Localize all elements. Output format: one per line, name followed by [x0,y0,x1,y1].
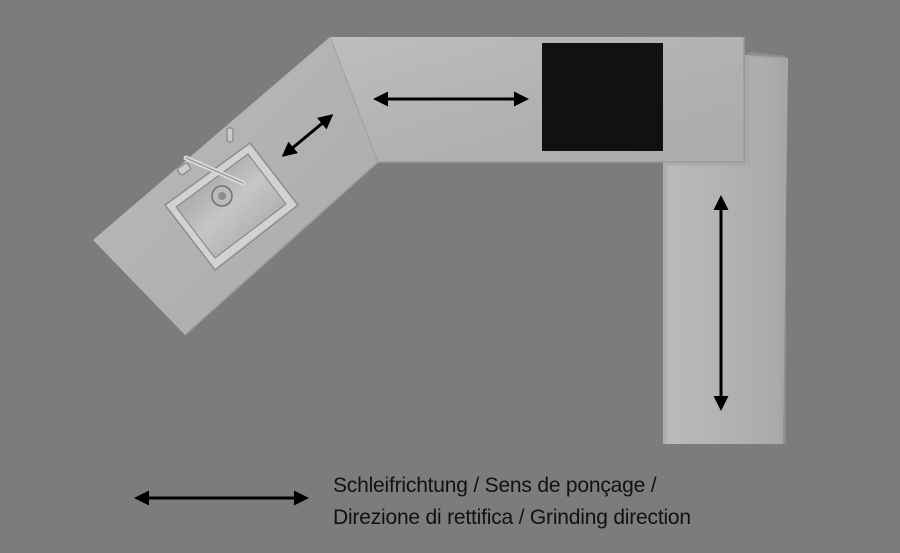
faucet-icon [177,127,246,186]
hob [542,43,663,151]
arrow-diagonal-segment [281,114,334,157]
legend-label: Schleifrichtung / Sens de ponçage / Dire… [333,470,691,534]
sink [163,141,300,272]
legend-line-2: Direzione di rettifica / Grinding direct… [333,506,691,529]
legend-line-1: Schleifrichtung / Sens de ponçage / [333,474,657,497]
